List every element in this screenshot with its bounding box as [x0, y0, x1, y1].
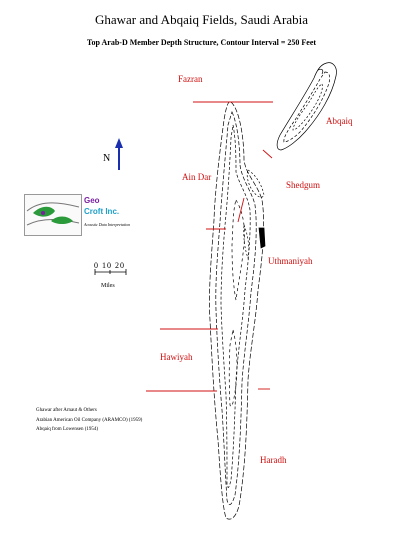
field-label-uthmaniyah: Uthmaniyah [268, 256, 313, 266]
scale-unit: Miles [101, 283, 115, 289]
logo-name-line1: Geo [84, 196, 100, 205]
map-subtitle: Top Arab-D Member Depth Structure, Conto… [86, 38, 317, 47]
ghawar-contours [209, 101, 266, 520]
north-label: N [103, 153, 111, 164]
logo-tagline: Acoustic Data Interpretation [84, 222, 131, 227]
map-title: Ghawar and Abqaiq Fields, Saudi Arabia [94, 12, 308, 27]
field-label-haradh: Haradh [260, 455, 287, 465]
field-label-shedgum: Shedgum [286, 180, 321, 190]
field-boundaries [146, 101, 273, 392]
scale-label: 0 10 20 [94, 261, 125, 270]
scale-bar [94, 269, 127, 275]
north-arrow-icon [115, 138, 123, 170]
company-logo [24, 194, 82, 236]
source-note-2: Arabian American Oil Company (ARAMCO) (1… [36, 418, 143, 423]
field-label-ain-dar: Ain Dar [182, 172, 212, 182]
source-note-1: Ghawar after Arnaut & Others [36, 408, 97, 413]
field-label-fazran: Fazran [178, 74, 203, 84]
field-label-abqaiq: Abqaiq [326, 116, 353, 126]
logo-name-line2: Croft Inc. [84, 207, 120, 216]
abqaiq-contours [276, 62, 337, 151]
logo-graphic-icon [26, 202, 80, 226]
field-label-hawiyah: Hawiyah [160, 352, 193, 362]
source-note-3: Abqaiq from Lowensen (1954) [36, 427, 99, 432]
